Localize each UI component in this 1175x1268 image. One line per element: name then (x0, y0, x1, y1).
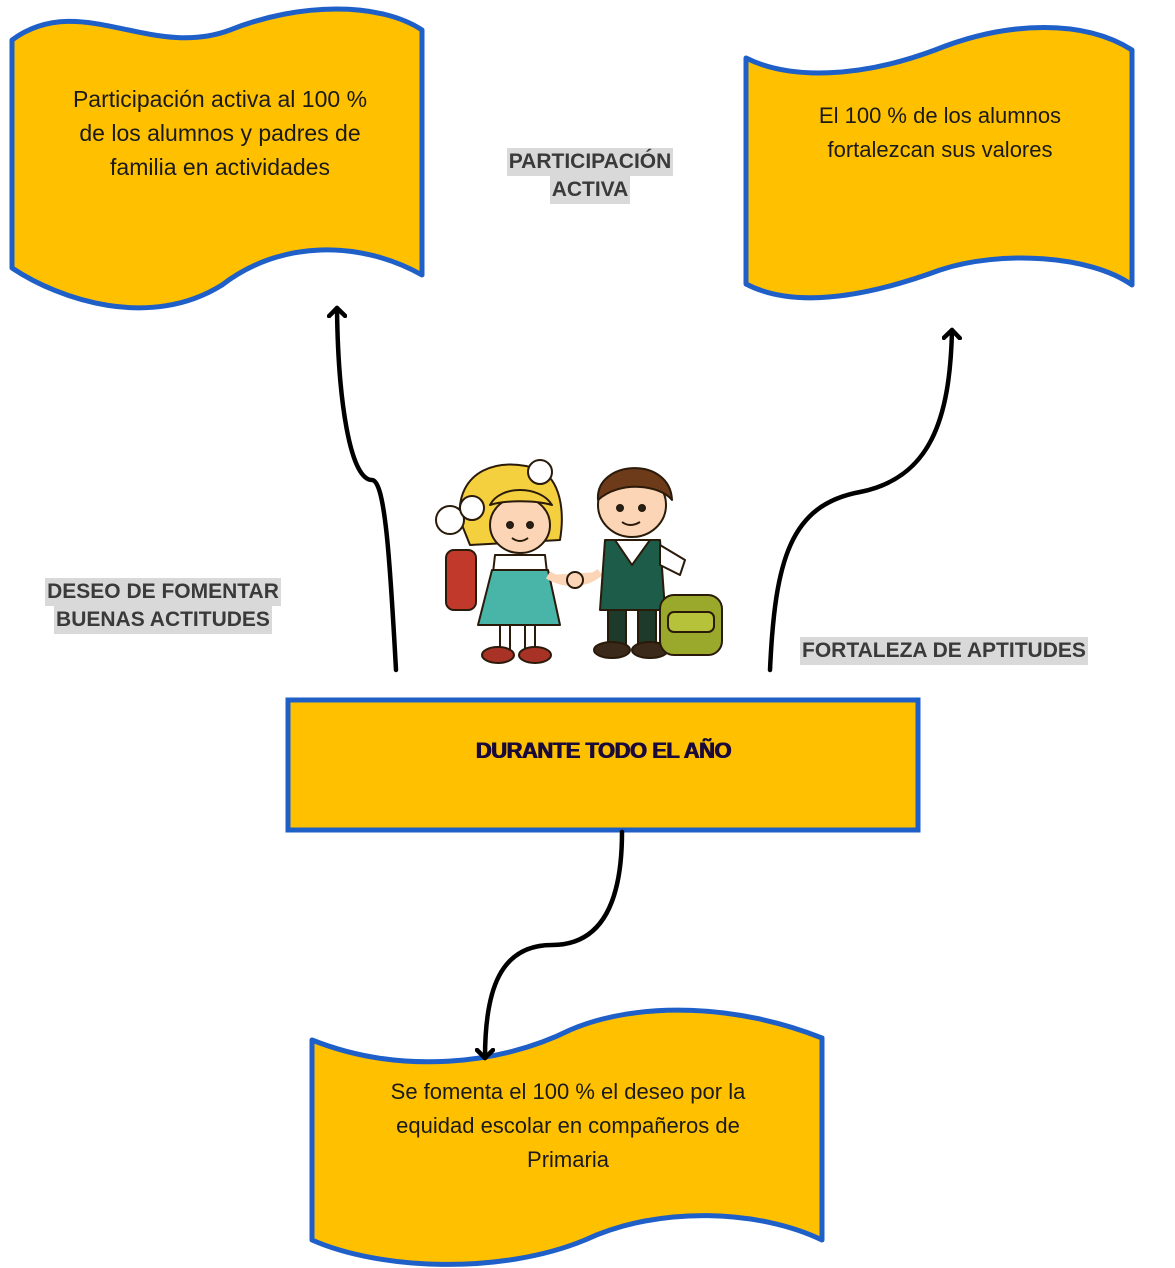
box-bottom-line-2: equidad escolar en compañeros de (396, 1113, 740, 1138)
label-fortaleza-aptitudes: FORTALEZA DE APTITUDES (800, 637, 1170, 665)
arrow-to-top-right (767, 327, 952, 673)
children-holding-hands-clipart (435, 459, 723, 664)
label-deseo-line-1: DESEO DE FOMENTAR (45, 578, 281, 606)
box-top-right-text: El 100 % de los alumnos fortalezcan sus … (760, 99, 1120, 167)
box-top-left-line-3: familia en actividades (110, 154, 330, 180)
center-box-title: DURANTE TODO EL AÑO (475, 738, 731, 763)
banner-box-top-left (9, 6, 425, 311)
label-fortaleza-line-1: FORTALEZA DE APTITUDES (800, 637, 1088, 665)
banner-box-bottom (309, 1007, 825, 1267)
box-top-right-line-2: fortalezcan sus valores (827, 137, 1053, 162)
box-bottom-line-1: Se fomenta el 100 % el deseo por la (390, 1079, 746, 1104)
banner-box-top-right (743, 25, 1135, 301)
arrow-to-top-left (337, 305, 399, 673)
box-top-right-line-1: El 100 % de los alumnos (818, 103, 1062, 128)
label-participacion-activa: PARTICIPACIÓN ACTIVA (470, 148, 710, 204)
box-top-left-text: Participación activa al 100 % de los alu… (30, 82, 410, 184)
box-top-left-line-1: Participación activa al 100 % (72, 86, 368, 112)
center-box (285, 697, 921, 833)
box-bottom-line-3: Primaria (527, 1147, 609, 1172)
label-participacion-line-1: PARTICIPACIÓN (506, 148, 674, 176)
box-bottom-text: Se fomenta el 100 % el deseo por la equi… (318, 1075, 818, 1177)
label-deseo-fomentar: DESEO DE FOMENTAR BUENAS ACTITUDES (8, 578, 318, 634)
box-top-left-line-2: de los alumnos y padres de (79, 120, 361, 146)
label-deseo-line-2: BUENAS ACTITUDES (54, 606, 272, 634)
arrow-to-bottom (485, 829, 625, 1061)
label-participacion-line-2: ACTIVA (549, 176, 631, 204)
